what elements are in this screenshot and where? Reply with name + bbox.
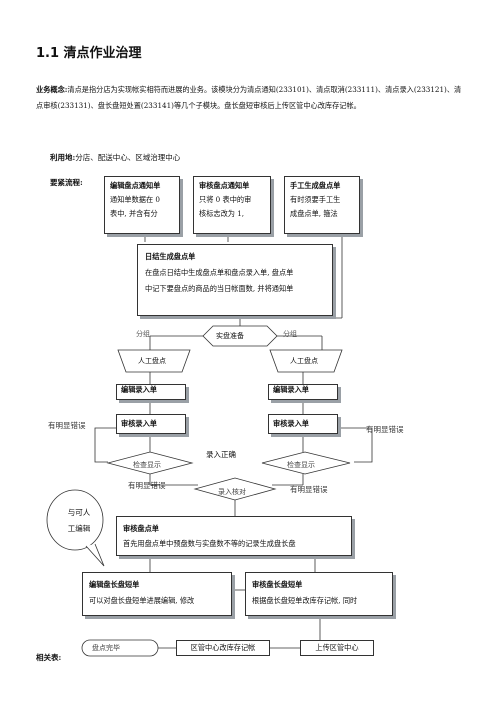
edit-entry-right-box: 编辑录入单 — [268, 384, 338, 400]
group-left-label: 分组 — [136, 330, 150, 338]
related-label: 相关表: — [36, 653, 62, 662]
flow-label: 要紧流程: — [50, 178, 83, 187]
audit-diff-box: 审核盘长盘短单 根据盘长盘短单改库存记帐, 同时 — [245, 572, 393, 616]
summary-label: 录入核对 — [218, 488, 246, 496]
error-bottom-left-label: 有明显错误 — [128, 481, 166, 490]
concept-text: 清点是指分店为实现帐实相符而进展的业务。该模块分为清点通知(233101)、清点… — [36, 85, 462, 110]
edit-entry-left-box: 编辑录入单 — [116, 384, 186, 400]
manual-count-left: 人工盘点 — [138, 357, 166, 365]
audit-entry-right-box: 审核录入单 — [268, 414, 338, 434]
compare-right-label: 检查显示 — [287, 461, 315, 469]
audit-entry-left-box: 审核录入单 — [116, 414, 186, 434]
error-right-label: 有明显错误 — [366, 425, 404, 434]
audit-notice-box: 审核盘点通知单 只将 0 表中的审 核标志改为 1, — [193, 176, 271, 234]
error-left-label: 有明显错误 — [48, 421, 86, 430]
manual-count-right: 人工盘点 — [290, 357, 318, 365]
use-label: 利用地: — [50, 153, 76, 162]
concept-label: 业务概念: — [36, 85, 68, 94]
section-title: 1.1 清点作业治理 — [36, 46, 142, 61]
daily-generate-box: 日结生成盘点单 在盘点日结中生成盘点单和盘点录入单, 盘点单 中记下要盘点的商品… — [137, 244, 333, 316]
entry-correct-label: 录入正确 — [206, 450, 236, 459]
edit-notice-box: 编辑盘点通知单 通知单数据在 0 表中, 并含有分 — [104, 176, 180, 234]
use-text: 分店、配送中心、区域治理中心 — [75, 153, 181, 162]
count-done-label: 盘点完毕 — [92, 644, 120, 652]
intro-paragraph: 业务概念:清点是指分店为实现帐实相符而进展的业务。该模块分为清点通知(23310… — [36, 82, 466, 114]
callout-bubble: 与可人 工编辑 — [67, 508, 91, 533]
compare-left-label: 检查显示 — [133, 461, 161, 469]
group-right-label: 分组 — [283, 330, 297, 338]
use-line: 利用地:分店、配送中心、区域治理中心 — [50, 152, 180, 163]
prepare-label: 实盘准备 — [216, 332, 244, 340]
edit-diff-box: 编辑盘长盘短单 可以对盘长盘短单进展编辑, 修改 — [82, 572, 232, 616]
upload-center-box: 上传区管中心 — [300, 640, 374, 656]
audit-count-box: 审核盘点单 首先用盘点单中预盘数与实盘数不等的记录生成盘长盘 — [116, 516, 352, 556]
center-stock-box: 区管中心改库存记帐 — [176, 640, 270, 656]
error-bottom-right-label: 有明显错误 — [290, 485, 328, 494]
manual-generate-box: 手工生成盘点单 有时须要手工生 成盘点单, 箍法 — [284, 176, 360, 234]
